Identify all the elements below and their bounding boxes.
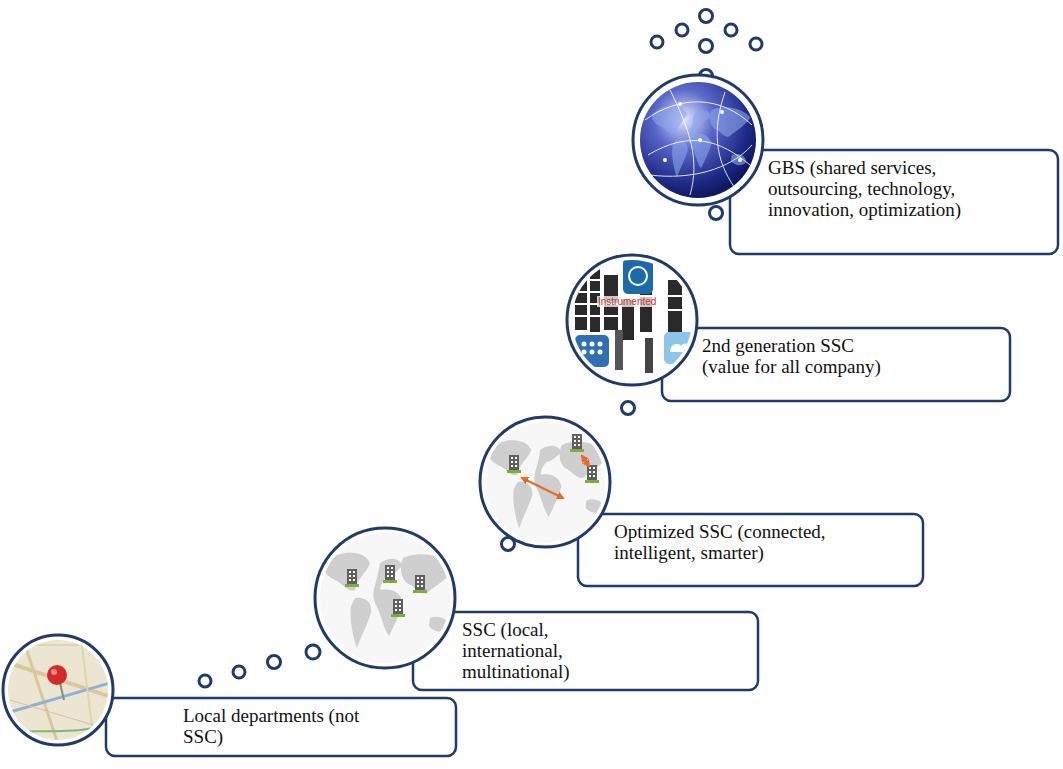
label-box [413, 612, 758, 690]
stage-box: Optimized SSC (connected, intelligent, s… [578, 514, 923, 586]
connected-map-icon [480, 417, 610, 547]
label-box [662, 328, 1010, 401]
stage-label: SSC (local, international, multinational… [462, 619, 612, 682]
smart-buildings-icon [567, 255, 697, 385]
world-map-icon [315, 528, 455, 668]
stage-label: GBS (shared services, outsourcing, techn… [768, 157, 1008, 220]
stage-box: Local departments (not SSC) [106, 698, 456, 756]
stage-label: 2nd generation SSC (value for all compan… [702, 335, 902, 377]
stage-label: Local departments (not SSC) [183, 705, 363, 747]
stage-box: SSC (local, international, multinational… [413, 612, 758, 690]
map-pin-icon [0, 630, 120, 750]
thought-bubbles [199, 10, 762, 688]
image-caption-text: Instrumented [597, 296, 657, 307]
label-box [106, 698, 456, 756]
label-box [730, 150, 1058, 254]
globe-icon [633, 75, 763, 205]
stage-box: GBS (shared services, outsourcing, techn… [730, 150, 1058, 254]
stage-label: Optimized SSC (connected, intelligent, s… [614, 521, 904, 563]
stage-box: 2nd generation SSC (value for all compan… [662, 328, 1010, 401]
label-box-outlines [106, 150, 1058, 756]
label-box [578, 514, 923, 586]
